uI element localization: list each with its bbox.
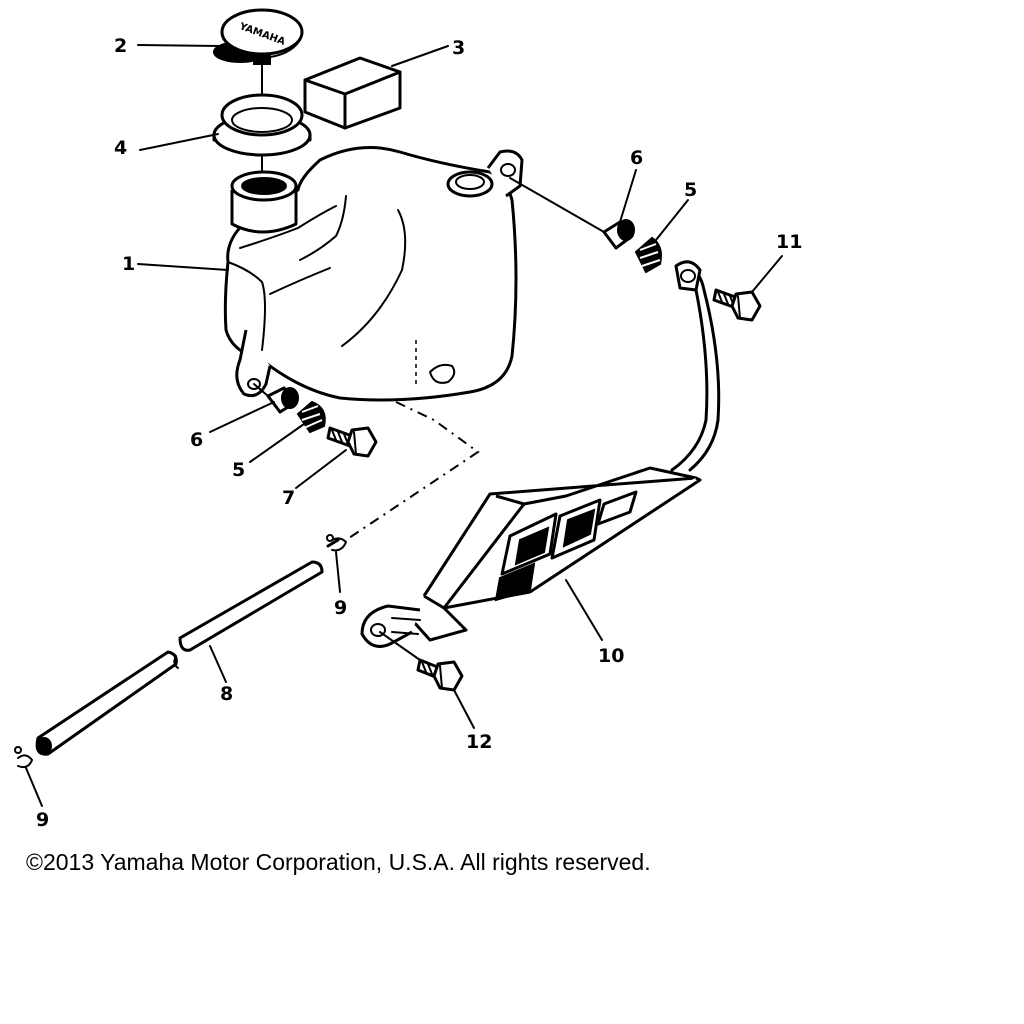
- filler-ring-part[interactable]: [212, 93, 312, 157]
- leader-lines: [25, 44, 783, 807]
- callout-5-upper: 5: [684, 179, 697, 201]
- bolt-lower-part[interactable]: [416, 658, 464, 692]
- collar-upper-part[interactable]: [602, 219, 635, 250]
- grommet-lower-part[interactable]: [296, 400, 326, 434]
- callout-4: 4: [114, 137, 127, 159]
- callout-12: 12: [466, 731, 492, 753]
- callout-3: 3: [452, 37, 465, 59]
- callout-9-upper: 9: [334, 597, 347, 619]
- callout-8: 8: [220, 683, 233, 705]
- callout-labels: 2 3 4 1 6 5 11 6 5 7 9 8 10 12 9: [36, 35, 802, 831]
- callout-6-lower: 6: [190, 429, 203, 451]
- bracket-guard-part[interactable]: [360, 260, 721, 648]
- copyright-notice: ©2013 Yamaha Motor Corporation, U.S.A. A…: [26, 849, 651, 875]
- collar-lower-part[interactable]: [266, 386, 299, 414]
- grommet-upper-part[interactable]: [634, 236, 662, 274]
- clip-lower-part[interactable]: [14, 746, 33, 769]
- hose-part[interactable]: [35, 560, 324, 756]
- fuel-cap-part[interactable]: YAMAHA: [213, 8, 304, 65]
- fuel-tank-part[interactable]: [223, 146, 524, 402]
- collar-upper-axis: [509, 177, 605, 233]
- hose-routing-line: [345, 401, 480, 541]
- bolt-lower-axis: [379, 631, 421, 661]
- callout-1: 1: [122, 253, 135, 275]
- callout-6-upper: 6: [630, 147, 643, 169]
- bolt-front-part[interactable]: [326, 426, 378, 458]
- callout-7: 7: [282, 487, 295, 509]
- pad-block-part[interactable]: [303, 56, 402, 130]
- clip-upper-part[interactable]: [326, 534, 347, 552]
- callout-11: 11: [776, 231, 802, 253]
- bolt-upper-part[interactable]: [712, 288, 762, 322]
- collar-lower-axis: [253, 383, 269, 397]
- callout-2: 2: [114, 35, 127, 57]
- callout-9-lower: 9: [36, 809, 49, 831]
- callout-10: 10: [598, 645, 624, 667]
- callout-5-lower: 5: [232, 459, 245, 481]
